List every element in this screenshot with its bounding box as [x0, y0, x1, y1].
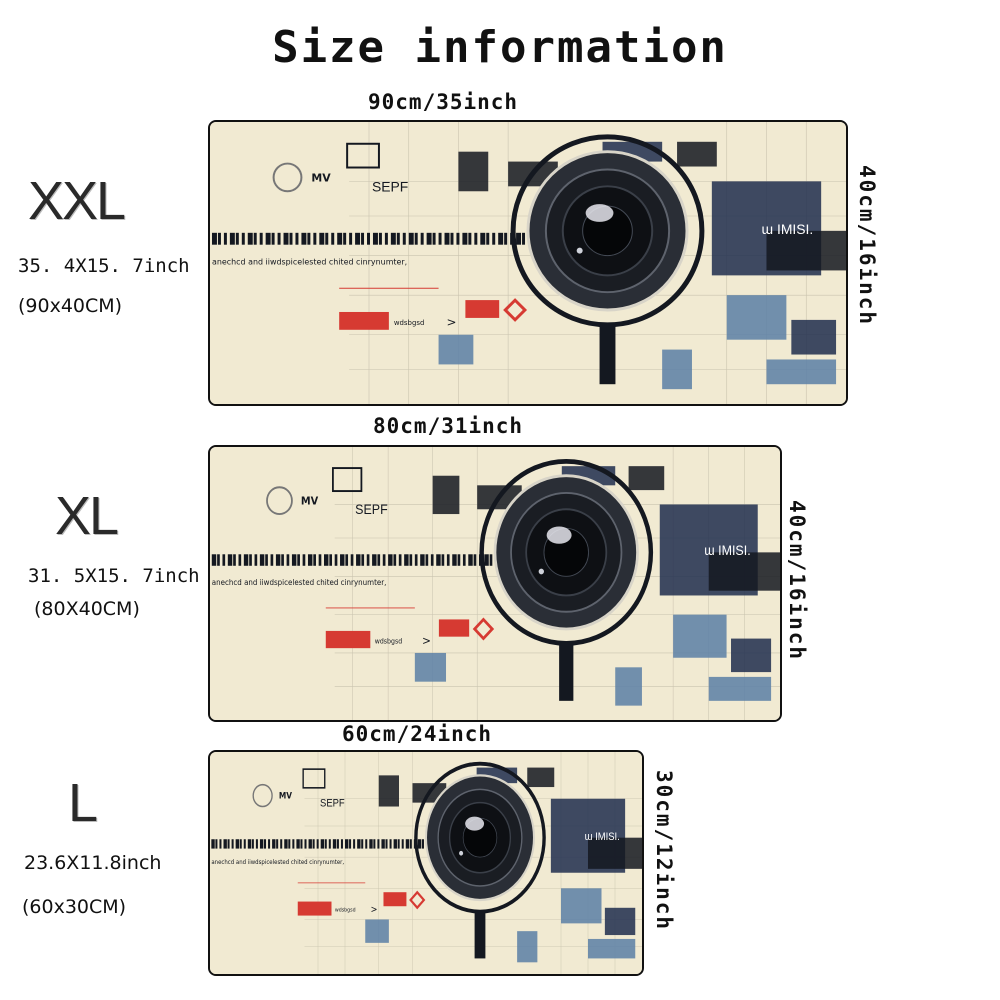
monitor-icon: [332, 467, 363, 493]
arrow-glyph: >: [422, 634, 431, 647]
arrow-glyph: >: [447, 315, 457, 329]
mv-text: MV: [311, 171, 331, 184]
barcode-strip: [211, 232, 567, 245]
red-diamond: [503, 298, 528, 322]
red-code-block: [297, 901, 332, 916]
mousepad-artwork: ɯ IMISI. anechcd and iiwdspicelested chit…: [210, 122, 846, 404]
dial-circle: [252, 783, 273, 808]
xxl-size-code: XXL: [28, 171, 126, 231]
caption-text: anechcd and iiwdspicelested chited cinry…: [211, 860, 344, 866]
imisi-text: ɯ IMISI.: [762, 221, 814, 237]
l-size-code: L: [68, 773, 98, 833]
mv-text: MV: [301, 496, 318, 507]
page-title: Size information: [272, 22, 728, 73]
arrow-label-text: wdsbgsd: [335, 907, 356, 913]
sepf-text: SEPF: [355, 502, 388, 518]
lens-drip: [474, 911, 486, 959]
l-height-label: 30cm/12inch: [652, 770, 676, 932]
xl-height-label: 40cm/16inch: [785, 500, 809, 662]
red-code-block: [325, 630, 371, 649]
l-mousepad-image: ɯ IMISI. anechcd and iiwdspicelested chit…: [208, 750, 644, 976]
red-diamond: [409, 890, 426, 910]
camera-lens: [510, 134, 705, 328]
red-code-block: [339, 311, 389, 330]
red-diamond: [472, 617, 495, 641]
xxl-inch-dimensions: 35. 4X15. 7inch: [18, 255, 190, 277]
glitch-blocks: [414, 466, 780, 706]
monitor-icon: [346, 142, 380, 169]
xl-mousepad-image: ɯ IMISI. anechcd and iiwdspicelested chit…: [208, 445, 782, 722]
arrow-glyph: >: [371, 905, 378, 916]
xxl-mousepad-image: ɯ IMISI. anechcd and iiwdspicelested chit…: [208, 120, 848, 406]
lens-drip: [599, 324, 616, 385]
dial-circle: [266, 486, 293, 516]
camera-lens: [414, 761, 546, 914]
sepf-text: SEPF: [320, 798, 345, 810]
l-inch-dimensions: 23.6X11.8inch: [24, 852, 162, 874]
caption-text: anechcd and iiwdspicelested chited cinry…: [212, 257, 407, 266]
imisi-text: ɯ IMISI.: [704, 543, 750, 559]
glitch-blocks: [438, 141, 846, 390]
xl-inch-dimensions: 31. 5X15. 7inch: [28, 565, 200, 587]
glitch-blocks: [365, 767, 642, 963]
mousepad-artwork: ɯ IMISI. anechcd and iiwdspicelested chit…: [210, 752, 642, 974]
imisi-text: ɯ IMISI.: [585, 831, 620, 843]
red-label-block: [438, 619, 470, 637]
sepf-text: SEPF: [372, 178, 408, 194]
arrow-label-text: wdsbgsd: [375, 637, 402, 645]
xl-cm-dimensions: (80X40CM): [34, 598, 140, 620]
xl-width-label: 80cm/31inch: [373, 414, 524, 438]
xl-size-code: XL: [55, 486, 119, 546]
xxl-width-label: 90cm/35inch: [368, 90, 519, 114]
xxl-height-label: 40cm/16inch: [855, 165, 879, 327]
lens-drip: [559, 643, 574, 701]
caption-text: anechcd and iiwdspicelested chited cinry…: [212, 578, 387, 587]
mousepad-artwork: ɯ IMISI. anechcd and iiwdspicelested chit…: [210, 447, 780, 720]
monitor-icon: [302, 768, 326, 789]
camera-lens: [479, 458, 654, 646]
red-label-block: [465, 300, 500, 318]
l-width-label: 60cm/24inch: [342, 722, 493, 746]
arrow-label-text: wdsbgsd: [394, 319, 425, 327]
xxl-cm-dimensions: (90x40CM): [18, 295, 123, 317]
dial-circle: [272, 162, 303, 193]
l-cm-dimensions: (60x30CM): [22, 896, 127, 918]
mv-text: MV: [279, 791, 293, 801]
red-label-block: [383, 892, 407, 907]
